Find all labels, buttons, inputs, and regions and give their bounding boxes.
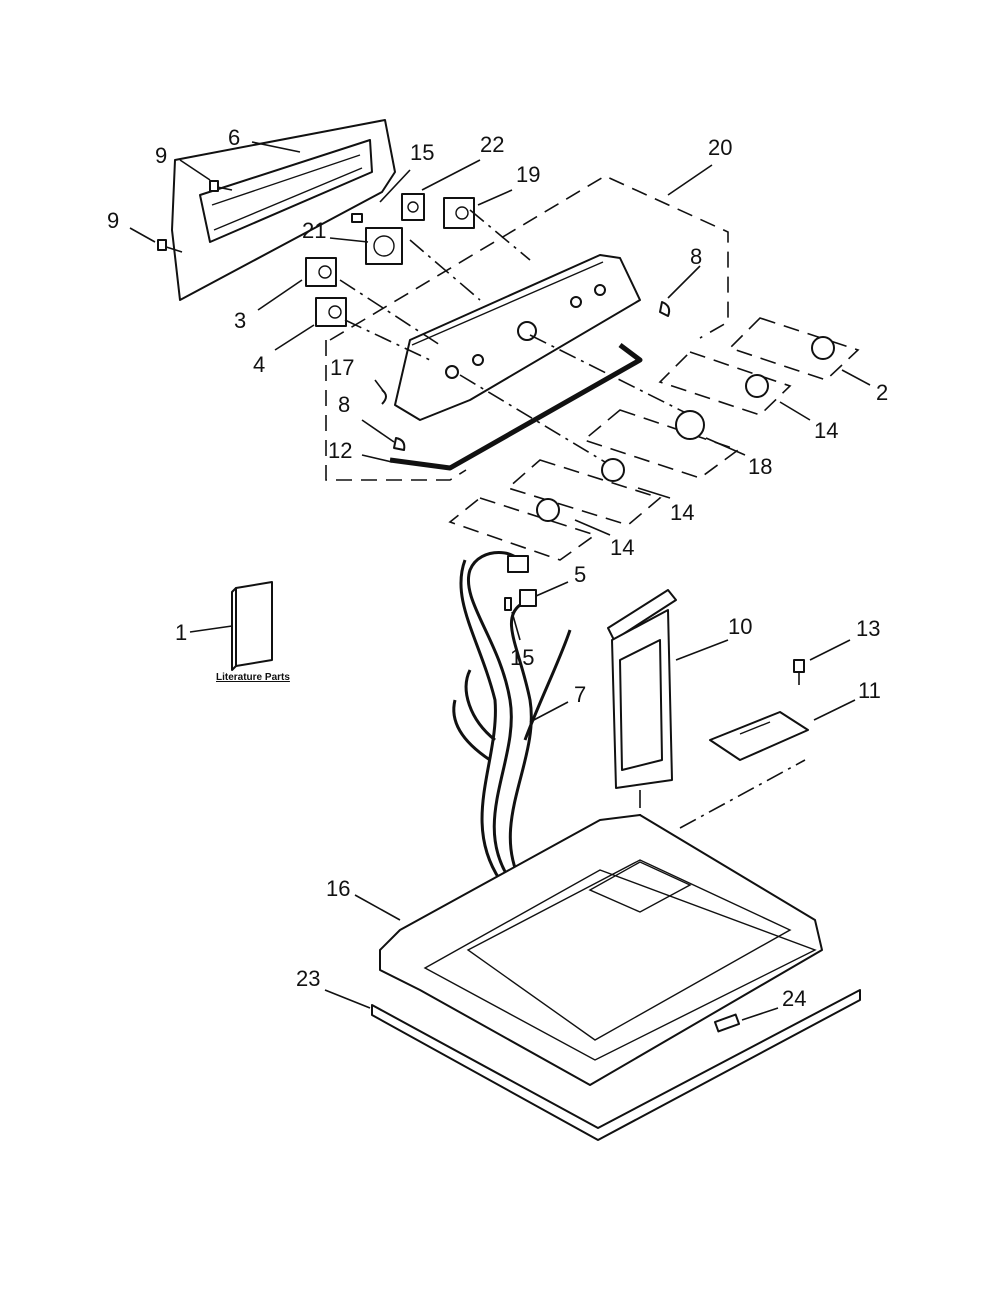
timer-part-21 [365,227,403,265]
label-11: 11 [858,678,881,703]
literature-caption: Literature Parts [216,672,290,683]
switch-part-4 [315,297,347,327]
clip-part-8-lower [393,437,406,451]
label-1: 1 [175,620,187,645]
switch-part-22 [401,193,425,221]
connector-line [339,279,441,346]
knob-part-14-middle [506,458,662,526]
label-13: 13 [856,616,880,641]
knob-part-2 [728,317,860,381]
base-plate-part-23 [371,989,861,1141]
screw-15-upper [351,213,363,223]
label-2: 2 [876,380,888,405]
label-16: 16 [326,876,350,901]
connector-line [529,334,701,421]
label-14-lower: 14 [610,535,634,560]
label-14-right: 14 [814,418,838,443]
label-10: 10 [728,614,752,639]
label-23: 23 [296,966,320,991]
clip-part-8-upper [659,301,671,317]
bracket-part-11 [709,711,809,761]
label-9-lower: 9 [107,208,119,233]
connector-line [409,239,481,301]
leader-lines [129,141,871,1021]
rod-part-12 [389,343,643,471]
label-9-upper: 9 [155,143,167,168]
label-17: 17 [330,355,354,380]
connector-line [344,319,431,361]
label-18: 18 [748,454,772,479]
label-3: 3 [234,308,246,333]
console-assembly-outline-lower [325,340,467,481]
screw-part-13 [793,659,805,685]
console-assembly-outline [329,175,729,341]
label-8-lower: 8 [338,392,350,417]
knob-part-18 [582,409,740,479]
connector-line [459,374,611,466]
console-trim-panel [171,119,396,301]
screw-9-upper [209,180,233,192]
label-14-middle: 14 [670,500,694,525]
switch-part-3 [305,257,337,287]
lint-filter-part-10 [607,589,677,789]
label-19: 19 [516,162,540,187]
connector-line [679,759,806,829]
literature-parts-booklet [231,581,273,671]
label-4: 4 [253,352,265,377]
knob-part-14-right [658,351,792,416]
clip-part-17 [381,389,387,405]
label-15-upper: 15 [410,140,434,165]
switch-part-19 [443,197,475,229]
label-21: 21 [302,218,326,243]
connector-line [469,209,531,261]
badge-part-24 [713,1013,741,1033]
part-number-labels: 6 9 9 15 22 19 20 21 8 3 4 17 8 12 2 14 … [107,125,888,1011]
label-20: 20 [708,135,732,160]
console-housing [394,254,641,421]
label-6: 6 [228,125,240,150]
screw-9-lower [157,239,183,253]
knob-part-14-lower [448,497,597,561]
label-15-lower: 15 [510,645,534,670]
top-panel-part-16 [379,814,823,1086]
label-22: 22 [480,132,504,157]
wire-harness [452,551,572,881]
label-12: 12 [328,438,352,463]
label-24: 24 [782,986,806,1011]
label-5: 5 [574,562,586,587]
label-7: 7 [574,682,586,707]
label-8-upper: 8 [690,244,702,269]
